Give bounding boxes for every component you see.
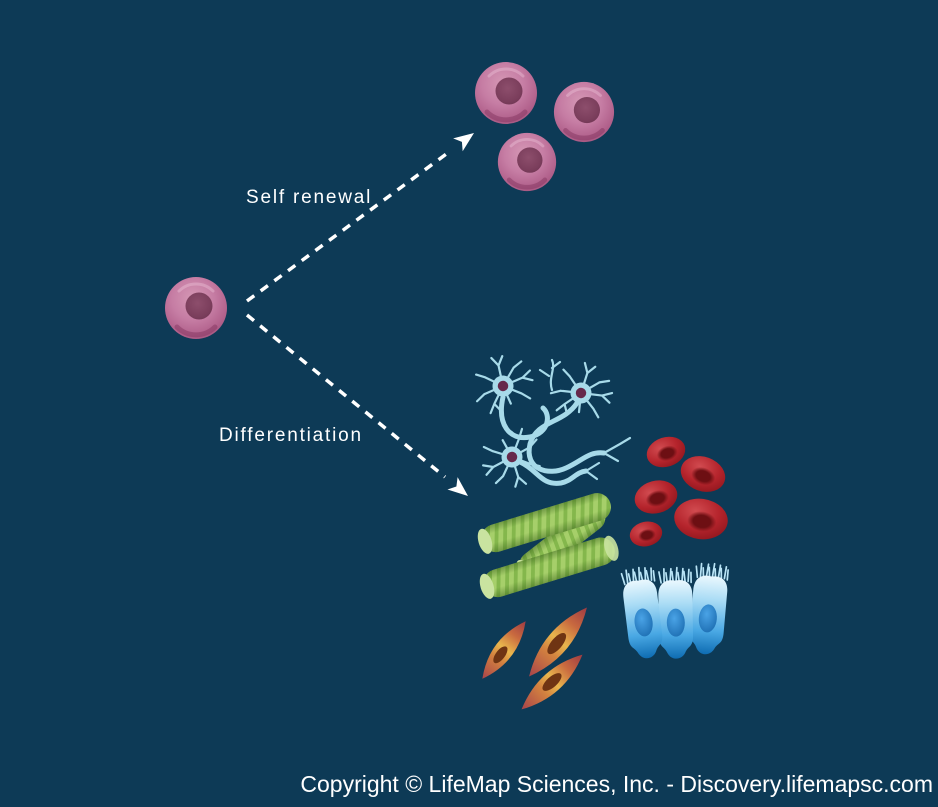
fibroblasts-icon [482,607,587,710]
stem-cell-icon [498,133,556,191]
neuron-axon-branches [538,358,632,481]
stem-cell-icon [554,82,614,142]
dashed-arrow-line [245,313,447,479]
self-renewal-arrow [245,126,479,303]
neuron-axons [499,394,607,486]
copyright-text: Copyright © LifeMap Sciences, Inc. - Dis… [300,771,933,797]
stem-cell-icon [165,277,227,339]
stem-cell-icon [475,62,537,124]
self-renewal-label: Self renewal [246,187,372,208]
muscle-fiber-icon [479,535,619,599]
fibroblast-icon [529,607,587,677]
fibroblast-icon [482,621,526,679]
muscle-fiber-icon [477,493,611,554]
differentiation-label: Differentiation [219,425,363,446]
dashed-arrow-line [245,150,451,303]
fibroblast-icon [521,654,583,710]
neurons-icon [466,348,632,497]
muscle-fibers-icon [477,493,619,599]
differentiation-arrow [245,313,474,503]
